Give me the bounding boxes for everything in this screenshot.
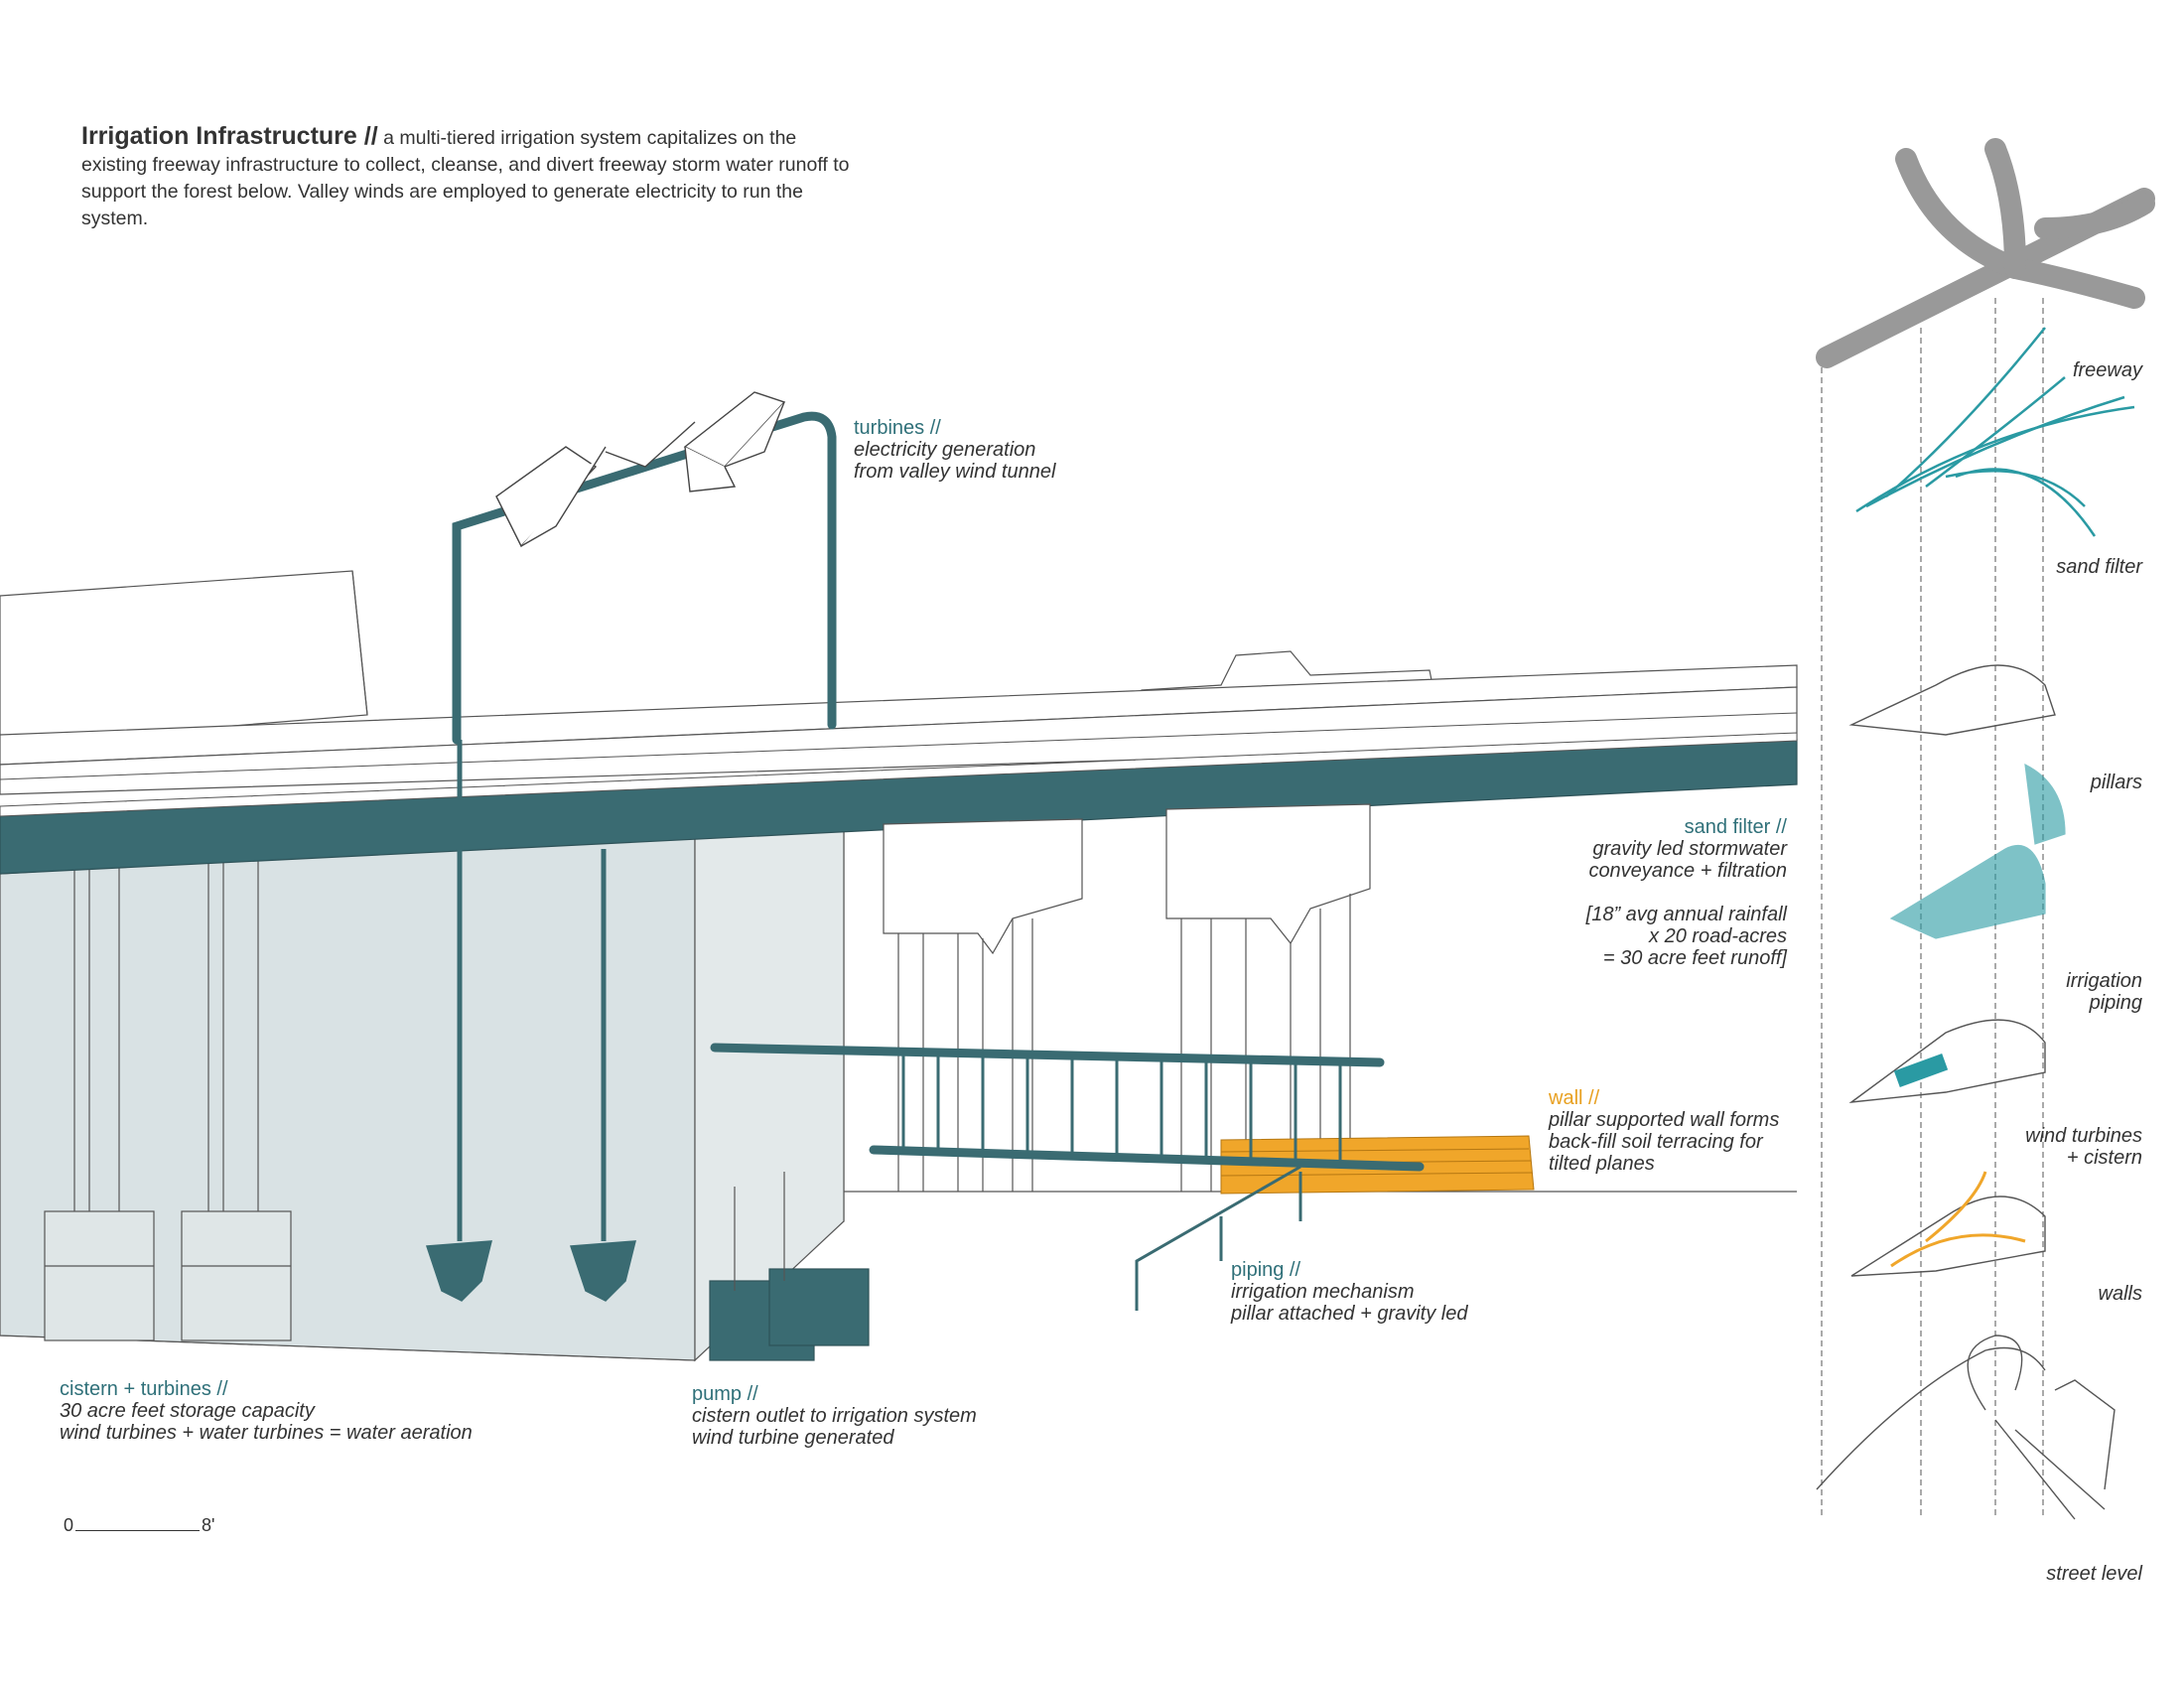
sand-filter-line-1: gravity led stormwater bbox=[1592, 838, 1787, 860]
cistern-line-2: wind turbines + water turbines = water a… bbox=[60, 1422, 473, 1444]
pump-heading: pump // bbox=[692, 1383, 758, 1405]
piping-label: piping // irrigation mechanism pillar at… bbox=[1231, 1259, 1467, 1325]
layer-piping bbox=[1848, 1019, 2046, 1103]
turbines-label: turbines // electricity generation from … bbox=[854, 417, 1055, 483]
cistern-heading: cistern + turbines // bbox=[60, 1378, 228, 1400]
irrigation-pipe-frame bbox=[710, 1043, 1425, 1311]
wall-line-1: pillar supported wall forms bbox=[1549, 1109, 1780, 1131]
sand-filter-line-5: x 20 road-acres bbox=[1649, 925, 1787, 947]
layer-label-wind-turbines-cistern: wind turbines + cistern bbox=[2025, 1125, 2142, 1169]
aeration-turbines bbox=[425, 740, 636, 1302]
cistern-label: cistern + turbines // 30 acre feet stora… bbox=[60, 1378, 473, 1444]
layer-label-irrigation-piping: irrigation piping bbox=[2066, 970, 2142, 1014]
wind-turbine-mast bbox=[452, 411, 837, 745]
pump-line-2: wind turbine generated bbox=[692, 1427, 894, 1449]
sand-filter-label: sand filter // gravity led stormwater co… bbox=[1449, 816, 1787, 969]
sand-filter-line-2: conveyance + filtration bbox=[1588, 860, 1787, 882]
layer-street-level bbox=[1816, 1335, 2116, 1520]
wind-turbine-blades bbox=[495, 391, 786, 548]
truck-outline bbox=[0, 570, 368, 746]
layer-label-street-level: street level bbox=[2046, 1563, 2142, 1585]
turbines-line-2: from valley wind tunnel bbox=[854, 461, 1056, 483]
wall-line-2: back-fill soil terracing for bbox=[1549, 1131, 1763, 1153]
layer-label-walls: walls bbox=[2098, 1283, 2142, 1305]
turbines-heading: turbines // bbox=[854, 417, 941, 439]
scale-end: 8' bbox=[202, 1515, 215, 1535]
layer-label-pillars: pillars bbox=[2090, 772, 2142, 793]
sand-filter-line-4: [18” avg annual rainfall bbox=[1585, 904, 1787, 925]
scale-line bbox=[75, 1518, 201, 1531]
turbines-line-1: electricity generation bbox=[854, 439, 1036, 461]
piping-heading: piping // bbox=[1231, 1259, 1301, 1281]
pump-label: pump // cistern outlet to irrigation sys… bbox=[692, 1383, 977, 1449]
cistern-pillars bbox=[44, 860, 292, 1341]
sand-filter-heading: sand filter // bbox=[1684, 816, 1787, 838]
intro-paragraph: Irrigation Infrastructure // a multi-tie… bbox=[81, 123, 866, 232]
scale-start: 0 bbox=[64, 1515, 74, 1535]
layer-walls bbox=[1850, 1171, 2046, 1277]
wall-heading: wall // bbox=[1549, 1087, 1600, 1109]
layer-label-sand-filter: sand filter bbox=[2056, 556, 2142, 578]
sand-filter-line-3 bbox=[1449, 882, 1787, 904]
intro-text: a multi-tiered irrigation system capital… bbox=[81, 127, 850, 229]
layer-label-freeway: freeway bbox=[2072, 359, 2142, 381]
pump-boxes bbox=[709, 1268, 870, 1361]
wall-label: wall // pillar supported wall forms back… bbox=[1549, 1087, 1779, 1175]
piping-line-1: irrigation mechanism bbox=[1231, 1281, 1415, 1303]
piping-line-2: pillar attached + gravity led bbox=[1231, 1303, 1468, 1325]
layer-pillars bbox=[1848, 664, 2056, 736]
sand-filter-line-6: = 30 acre feet runoff] bbox=[1602, 947, 1787, 969]
cistern-line-1: 30 acre feet storage capacity bbox=[60, 1400, 315, 1422]
layer-sand-filter-mass bbox=[1889, 763, 2066, 939]
pump-line-1: cistern outlet to irrigation system bbox=[692, 1405, 977, 1427]
layer-sand-filter bbox=[1855, 327, 2135, 537]
wall-line-3: tilted planes bbox=[1549, 1153, 1655, 1175]
page-title: Irrigation Infrastructure // bbox=[81, 122, 378, 150]
scale-bar: 0 8' bbox=[64, 1515, 214, 1536]
freeway-deck bbox=[0, 664, 1798, 875]
layer-freeway bbox=[1816, 138, 2155, 368]
